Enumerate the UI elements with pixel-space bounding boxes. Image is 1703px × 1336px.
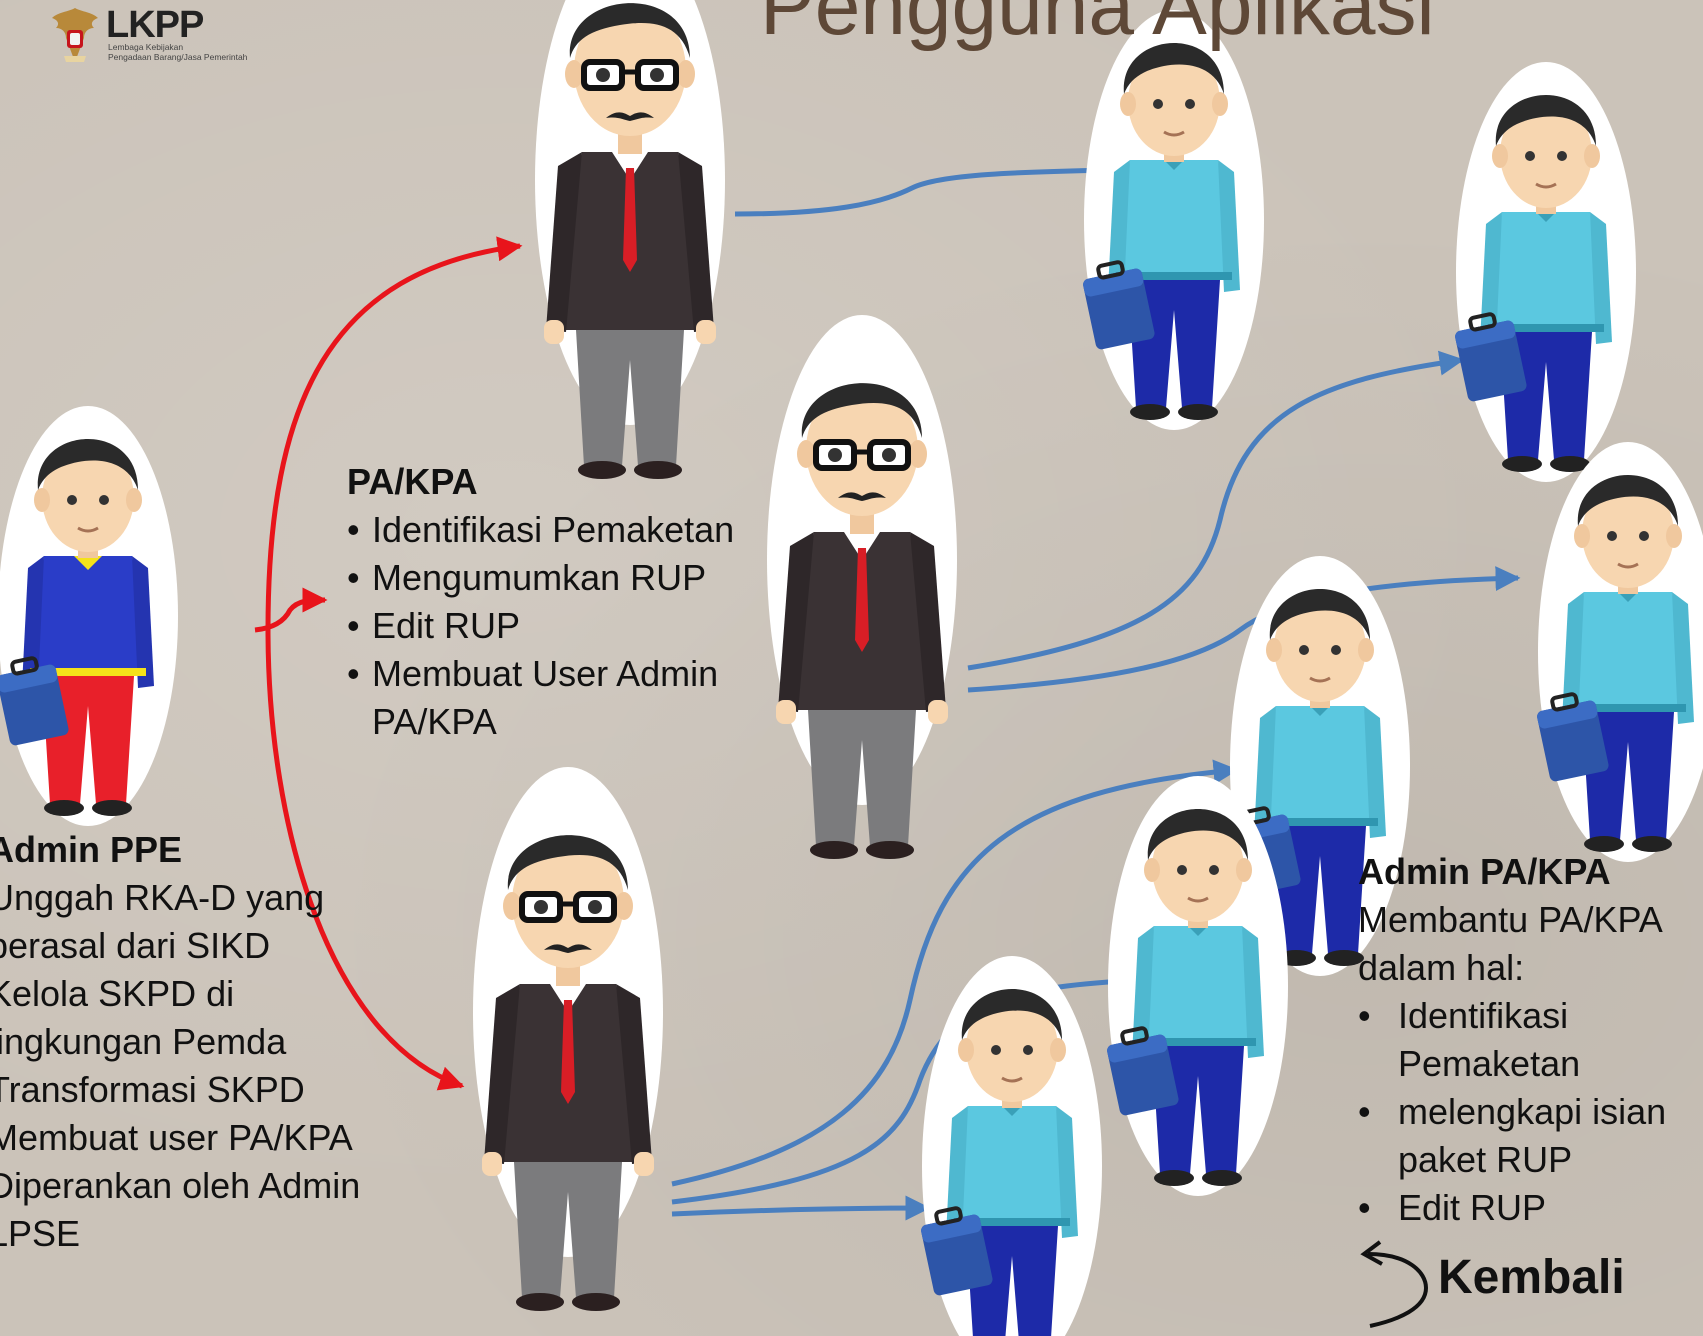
arrow-pakpa3-to-admin6	[671, 1195, 931, 1221]
pakpa-figure-bottom	[473, 767, 663, 1311]
pakpa-list: Identifikasi Pemaketan Mengumumkan RUP E…	[347, 506, 734, 698]
pakpa-heading: PA/KPA	[347, 461, 478, 502]
admin-pakpa-figure-6	[915, 954, 1104, 1336]
pakpa-description: PA/KPA Identifikasi Pemaketan Mengumumka…	[347, 458, 734, 746]
admin-ppe-line: Unggah RKA-D yang	[0, 877, 325, 918]
admin-pakpa-intro: dalam hal:	[1358, 947, 1525, 988]
admin-ppe-line: berasal dari SIKD	[0, 925, 271, 966]
admin-pakpa-figure-5	[1101, 774, 1290, 1198]
admin-pakpa-list: Edit RUP	[1358, 1184, 1666, 1232]
list-item: Edit RUP	[1358, 1184, 1666, 1232]
admin-pakpa-heading: Admin PA/KPA	[1358, 851, 1611, 892]
admin-ppe-line: Diperankan oleh Admin	[0, 1165, 361, 1206]
admin-ppe-line: Kelola SKPD di	[0, 973, 235, 1014]
back-arrow-icon	[1360, 1240, 1429, 1328]
list-item-continuation: paket RUP	[1398, 1139, 1573, 1180]
list-item: Membuat User Admin	[347, 650, 734, 698]
list-item: melengkapi isian	[1358, 1088, 1666, 1136]
arrow-ppe-to-pakpa-top	[265, 236, 523, 631]
back-button[interactable]: Kembali	[1358, 1236, 1658, 1336]
admin-pakpa-description: Admin PA/KPA Membantu PA/KPA dalam hal: …	[1358, 848, 1666, 1232]
logo-text: LKPP	[106, 4, 204, 46]
admin-ppe-line: Membuat user PA/KPA	[0, 1117, 353, 1158]
list-item-continuation: Pemaketan	[1398, 1043, 1581, 1084]
logo-subtitle: Lembaga Kebijakan Pengadaan Barang/Jasa …	[108, 42, 248, 62]
admin-pakpa-list: Identifikasi	[1358, 992, 1666, 1040]
garuda-emblem-icon	[52, 8, 98, 62]
page-title: Pengguna Aplikasi	[760, 0, 1435, 52]
pakpa-figure-middle	[767, 315, 957, 859]
admin-pakpa-list: melengkapi isian	[1358, 1088, 1666, 1136]
admin-pakpa-intro: Membantu PA/KPA	[1358, 899, 1663, 940]
admin-pakpa-figure-1	[1077, 8, 1266, 432]
admin-ppe-line: Transformasi SKPD	[0, 1069, 305, 1110]
list-item: Edit RUP	[347, 602, 734, 650]
list-item: Identifikasi Pemaketan	[347, 506, 734, 554]
arrow-pakpa3-to-admin4	[671, 759, 1239, 1187]
admin-pakpa-figure-2	[1449, 60, 1638, 484]
admin-ppe-figure	[0, 404, 180, 828]
admin-pakpa-figure-3	[1531, 440, 1703, 864]
arrow-ppe-to-pakpa-bottom	[265, 629, 465, 1091]
back-button-label: Kembali	[1438, 1251, 1625, 1304]
admin-ppe-line: lingkungan Pemda	[0, 1021, 287, 1062]
pakpa-figure-top	[535, 0, 725, 479]
admin-ppe-description: Admin PPE Unggah RKA-D yang berasal dari…	[0, 826, 360, 1258]
arrow-pakpa1-to-admin1	[734, 157, 1115, 217]
admin-ppe-line: LPSE	[0, 1213, 81, 1254]
arrow-ppe-to-pakpa-label	[254, 587, 328, 633]
admin-ppe-heading: Admin PPE	[0, 829, 183, 870]
lkpp-logo: LKPP Lembaga Kebijakan Pengadaan Barang/…	[48, 4, 288, 66]
list-item-continuation: PA/KPA	[372, 701, 497, 742]
list-item: Mengumumkan RUP	[347, 554, 734, 602]
arrow-pakpa2-to-admin3	[967, 566, 1521, 693]
arrow-pakpa2-to-admin2	[967, 350, 1465, 671]
list-item: Identifikasi	[1358, 992, 1666, 1040]
